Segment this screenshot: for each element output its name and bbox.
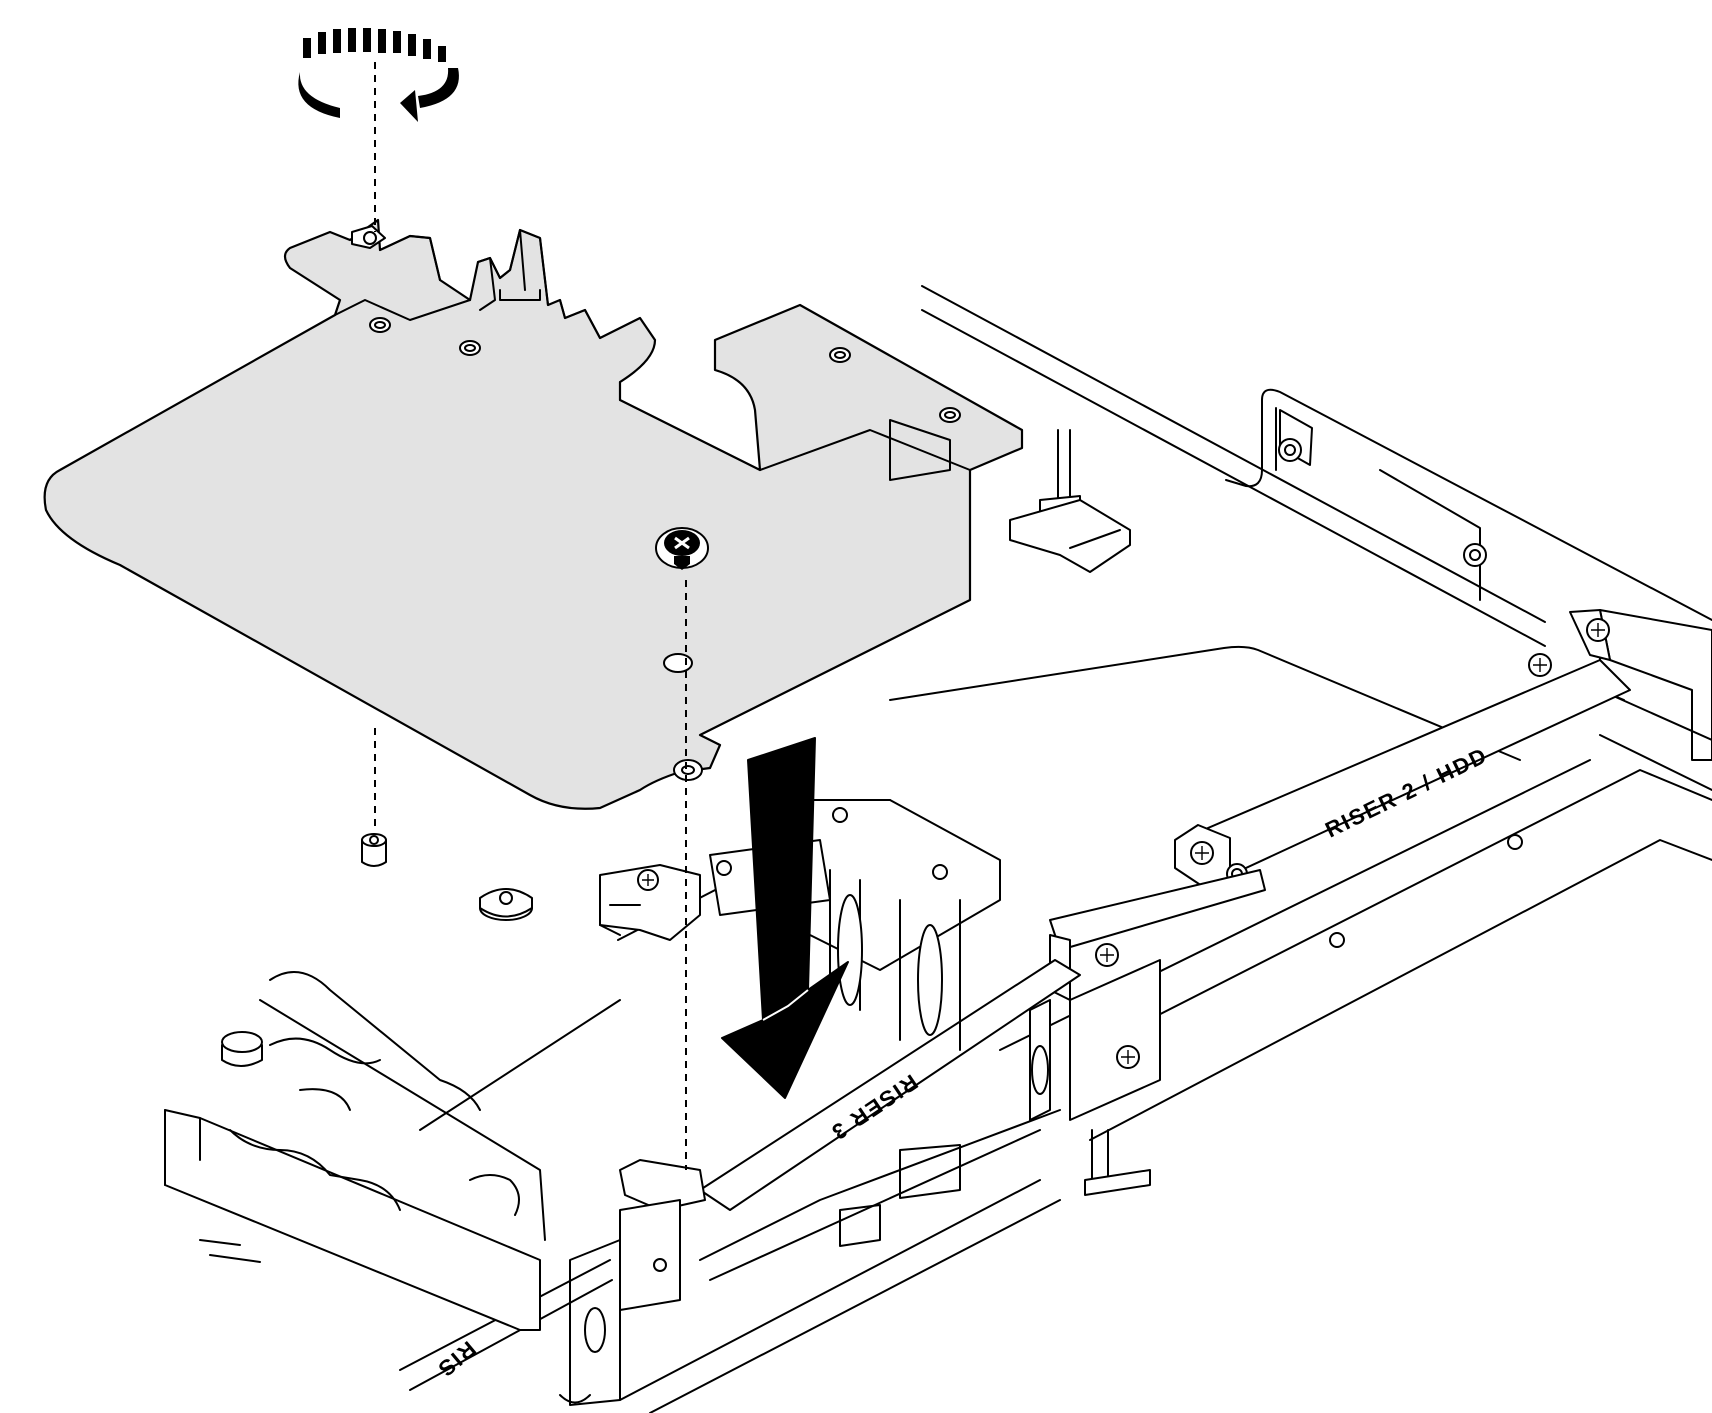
riser1-label: RIS bbox=[432, 1336, 481, 1383]
rotate-clockwise-icon bbox=[298, 28, 459, 122]
riser-air-baffle bbox=[43, 218, 1024, 810]
down-arrow-icon bbox=[721, 737, 849, 1099]
server-chassis: RISER 2 / HDD RISER 3 RIS bbox=[164, 285, 1712, 1413]
screw-icon bbox=[655, 527, 709, 570]
